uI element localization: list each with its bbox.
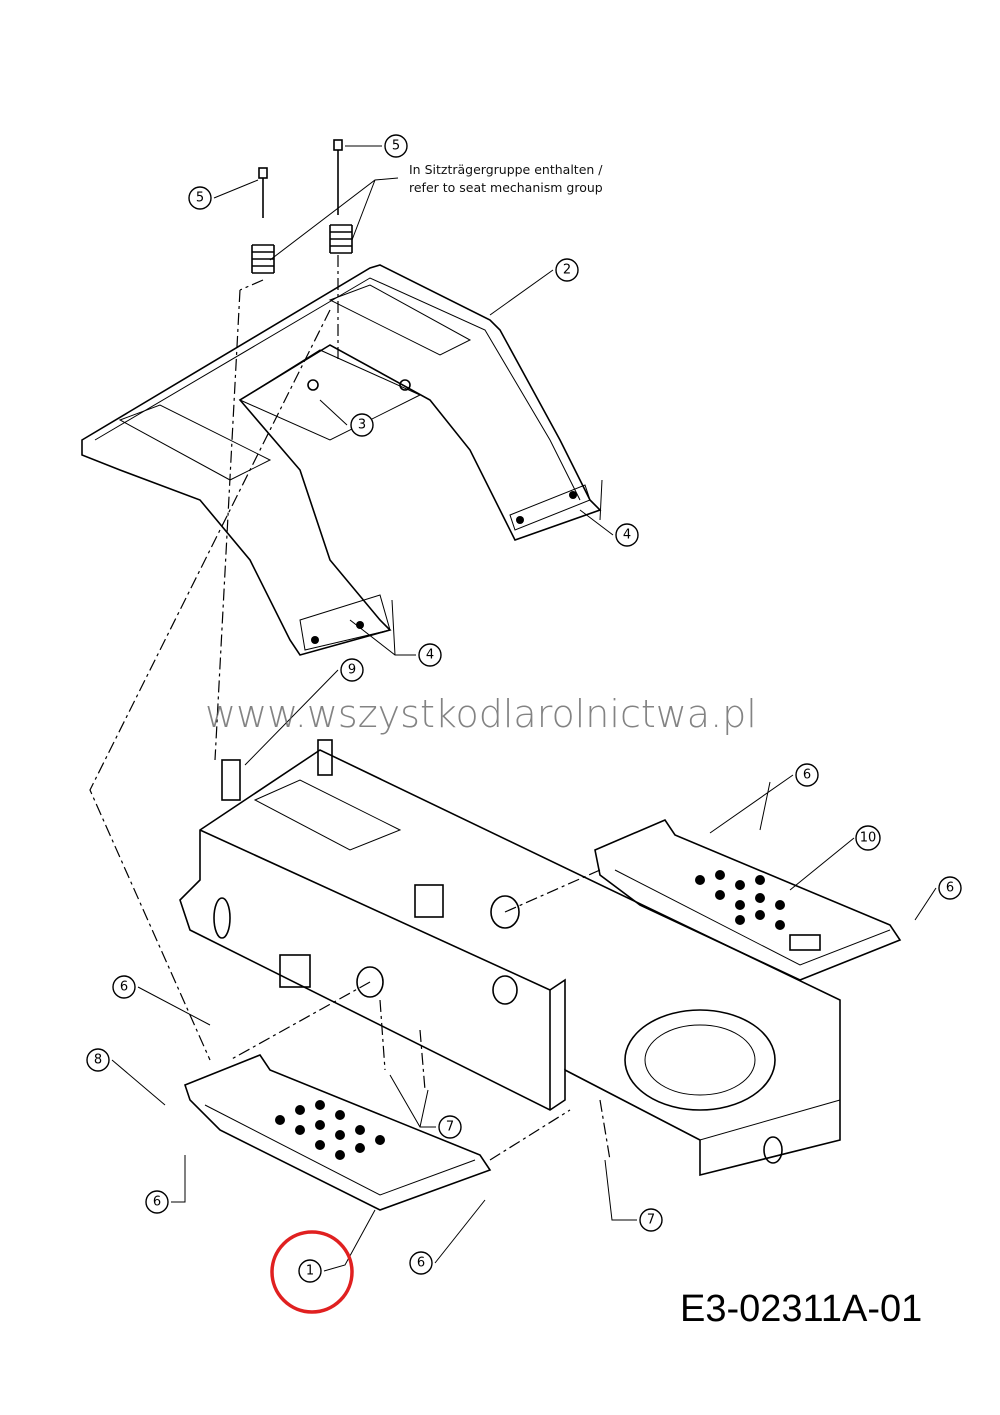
bolts-and-springs xyxy=(214,139,411,761)
callout-5-a: 5 xyxy=(384,134,408,158)
callout-6-a: 6 xyxy=(795,763,819,787)
note-line-2: refer to seat mechanism group xyxy=(409,180,603,195)
frame-part xyxy=(179,739,841,1177)
svg-text:7: 7 xyxy=(446,1120,454,1135)
callout-6-d: 6 xyxy=(145,1190,169,1214)
callout-5-b: 5 xyxy=(188,186,212,210)
callout-8: 8 xyxy=(86,1048,110,1072)
highlight-ring xyxy=(270,1230,354,1314)
svg-text:10: 10 xyxy=(860,831,877,846)
svg-text:5: 5 xyxy=(392,139,400,154)
svg-text:4: 4 xyxy=(623,528,631,543)
callout-4-a: 4 xyxy=(615,523,639,547)
fender-part xyxy=(81,264,602,656)
callout-3: 3 xyxy=(350,413,374,437)
svg-text:2: 2 xyxy=(563,263,571,278)
leader-lines xyxy=(111,145,937,1272)
svg-text:6: 6 xyxy=(417,1256,425,1271)
svg-text:5: 5 xyxy=(196,191,204,206)
svg-text:4: 4 xyxy=(426,648,434,663)
callout-7-b: 7 xyxy=(639,1208,663,1232)
svg-text:7: 7 xyxy=(647,1213,655,1228)
callout-6-e: 6 xyxy=(409,1251,433,1275)
watermark: www.wszystkodlarolnictwa.pl xyxy=(205,692,757,736)
footplate-part-10 xyxy=(594,819,902,981)
callout-2: 2 xyxy=(555,258,579,282)
svg-text:6: 6 xyxy=(120,980,128,995)
footplate-part-1 xyxy=(184,1054,492,1211)
callout-6-c: 6 xyxy=(112,975,136,999)
svg-text:9: 9 xyxy=(348,663,356,678)
svg-text:6: 6 xyxy=(153,1195,161,1210)
callout-9: 9 xyxy=(340,658,364,682)
callout-4-b: 4 xyxy=(418,643,442,667)
callout-7-a: 7 xyxy=(438,1115,462,1139)
svg-text:6: 6 xyxy=(946,881,954,896)
callout-10: 10 xyxy=(855,825,881,851)
svg-text:8: 8 xyxy=(94,1053,102,1068)
seat-mechanism-note: In Sitzträgergruppe enthalten / refer to… xyxy=(409,161,603,197)
svg-text:6: 6 xyxy=(803,768,811,783)
note-line-1: In Sitzträgergruppe enthalten / xyxy=(409,162,603,177)
callout-1: 1 xyxy=(298,1259,322,1283)
callout-6-b: 6 xyxy=(938,876,962,900)
assembly-lines xyxy=(89,309,611,1161)
svg-text:3: 3 xyxy=(358,418,366,433)
svg-text:1: 1 xyxy=(306,1264,314,1279)
drawing-code: E3-02311A-01 xyxy=(680,1288,923,1330)
